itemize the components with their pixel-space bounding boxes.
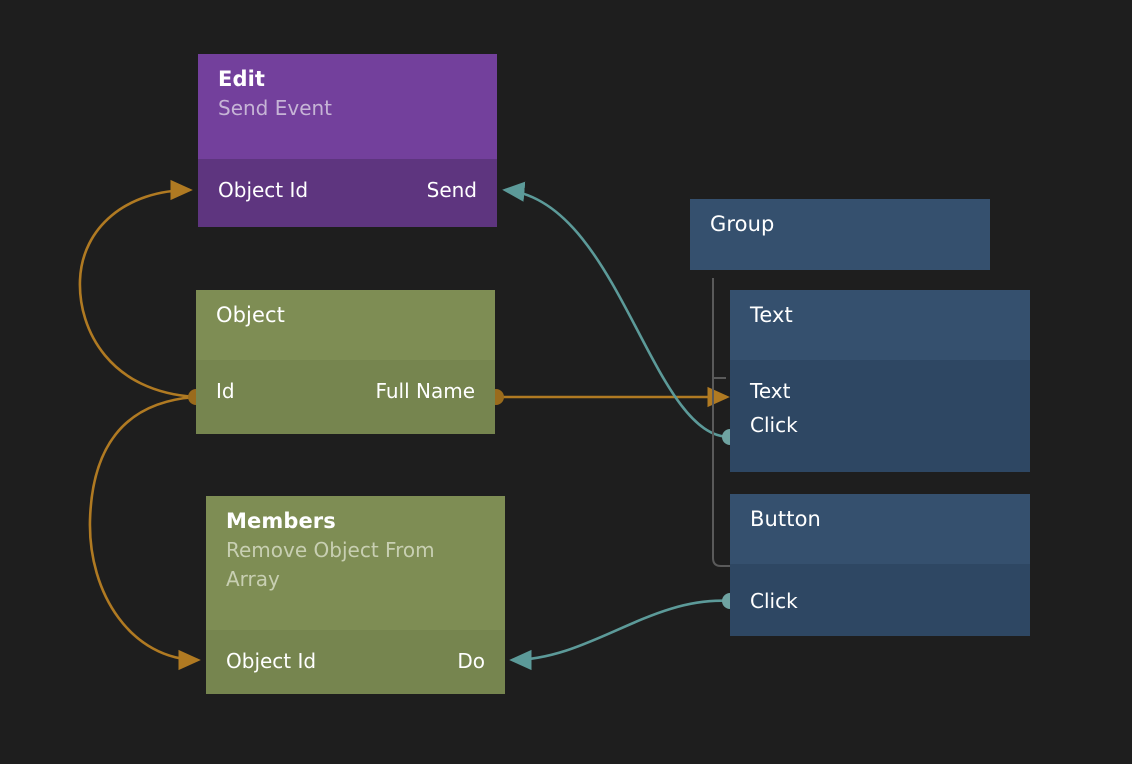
node-group-header[interactable]: Group [690, 199, 990, 270]
node-edit-subtitle: Send Event [218, 95, 333, 120]
node-object[interactable]: Object Id Full Name [196, 290, 495, 434]
node-members-port-row[interactable]: Object Id Do [226, 644, 485, 678]
node-object-port-row[interactable]: Id Full Name [216, 374, 475, 408]
node-object-input-id[interactable]: Id [216, 379, 235, 403]
node-members-header[interactable]: Members Remove Object From Array [206, 496, 505, 630]
node-edit-body[interactable]: Object Id Send [198, 159, 497, 227]
node-text-header[interactable]: Text [730, 290, 1030, 360]
group-tree-line [712, 278, 730, 567]
node-edit-input-object-id[interactable]: Object Id [218, 178, 309, 202]
node-object-title: Object [216, 303, 285, 327]
node-text-port-row-text[interactable]: Text [750, 374, 1010, 408]
node-members-body[interactable]: Object Id Do [206, 630, 505, 694]
wire-object-id-to-members-object-id [88, 395, 201, 671]
node-group[interactable]: Group [690, 199, 990, 270]
node-members[interactable]: Members Remove Object From Array Object … [206, 496, 505, 694]
node-button-output-click[interactable]: Click [750, 589, 798, 613]
node-edit-header[interactable]: Edit Send Event [198, 54, 497, 159]
wire-button-click-to-members-do [509, 599, 731, 671]
node-members-input-object-id[interactable]: Object Id [226, 649, 317, 673]
node-button-header[interactable]: Button [730, 494, 1030, 564]
node-edit-title: Edit [218, 67, 266, 91]
node-edit-port-row[interactable]: Object Id Send [218, 173, 477, 207]
node-text[interactable]: Text Text Click [730, 290, 1030, 472]
node-edit[interactable]: Edit Send Event Object Id Send [198, 54, 497, 227]
node-group-title: Group [710, 212, 775, 236]
node-members-output-do[interactable]: Do [457, 649, 485, 673]
wire-object-id-to-edit-object-id [78, 179, 197, 399]
node-object-output-full-name[interactable]: Full Name [375, 379, 475, 403]
node-object-body[interactable]: Id Full Name [196, 360, 495, 434]
node-text-port-row-click[interactable]: Click [750, 408, 1010, 442]
node-button[interactable]: Button Click [730, 494, 1030, 636]
node-text-body[interactable]: Text Click [730, 360, 1030, 472]
node-text-title: Text [750, 303, 793, 327]
node-members-subtitle: Remove Object From Array [226, 537, 435, 591]
node-object-header[interactable]: Object [196, 290, 495, 360]
node-text-input-text[interactable]: Text [750, 379, 791, 403]
node-text-output-click[interactable]: Click [750, 413, 798, 437]
node-button-title: Button [750, 507, 821, 531]
node-button-body[interactable]: Click [730, 564, 1030, 636]
node-members-title: Members [226, 509, 336, 533]
node-button-port-row-click[interactable]: Click [750, 584, 1010, 618]
node-edit-output-send[interactable]: Send [426, 178, 477, 202]
